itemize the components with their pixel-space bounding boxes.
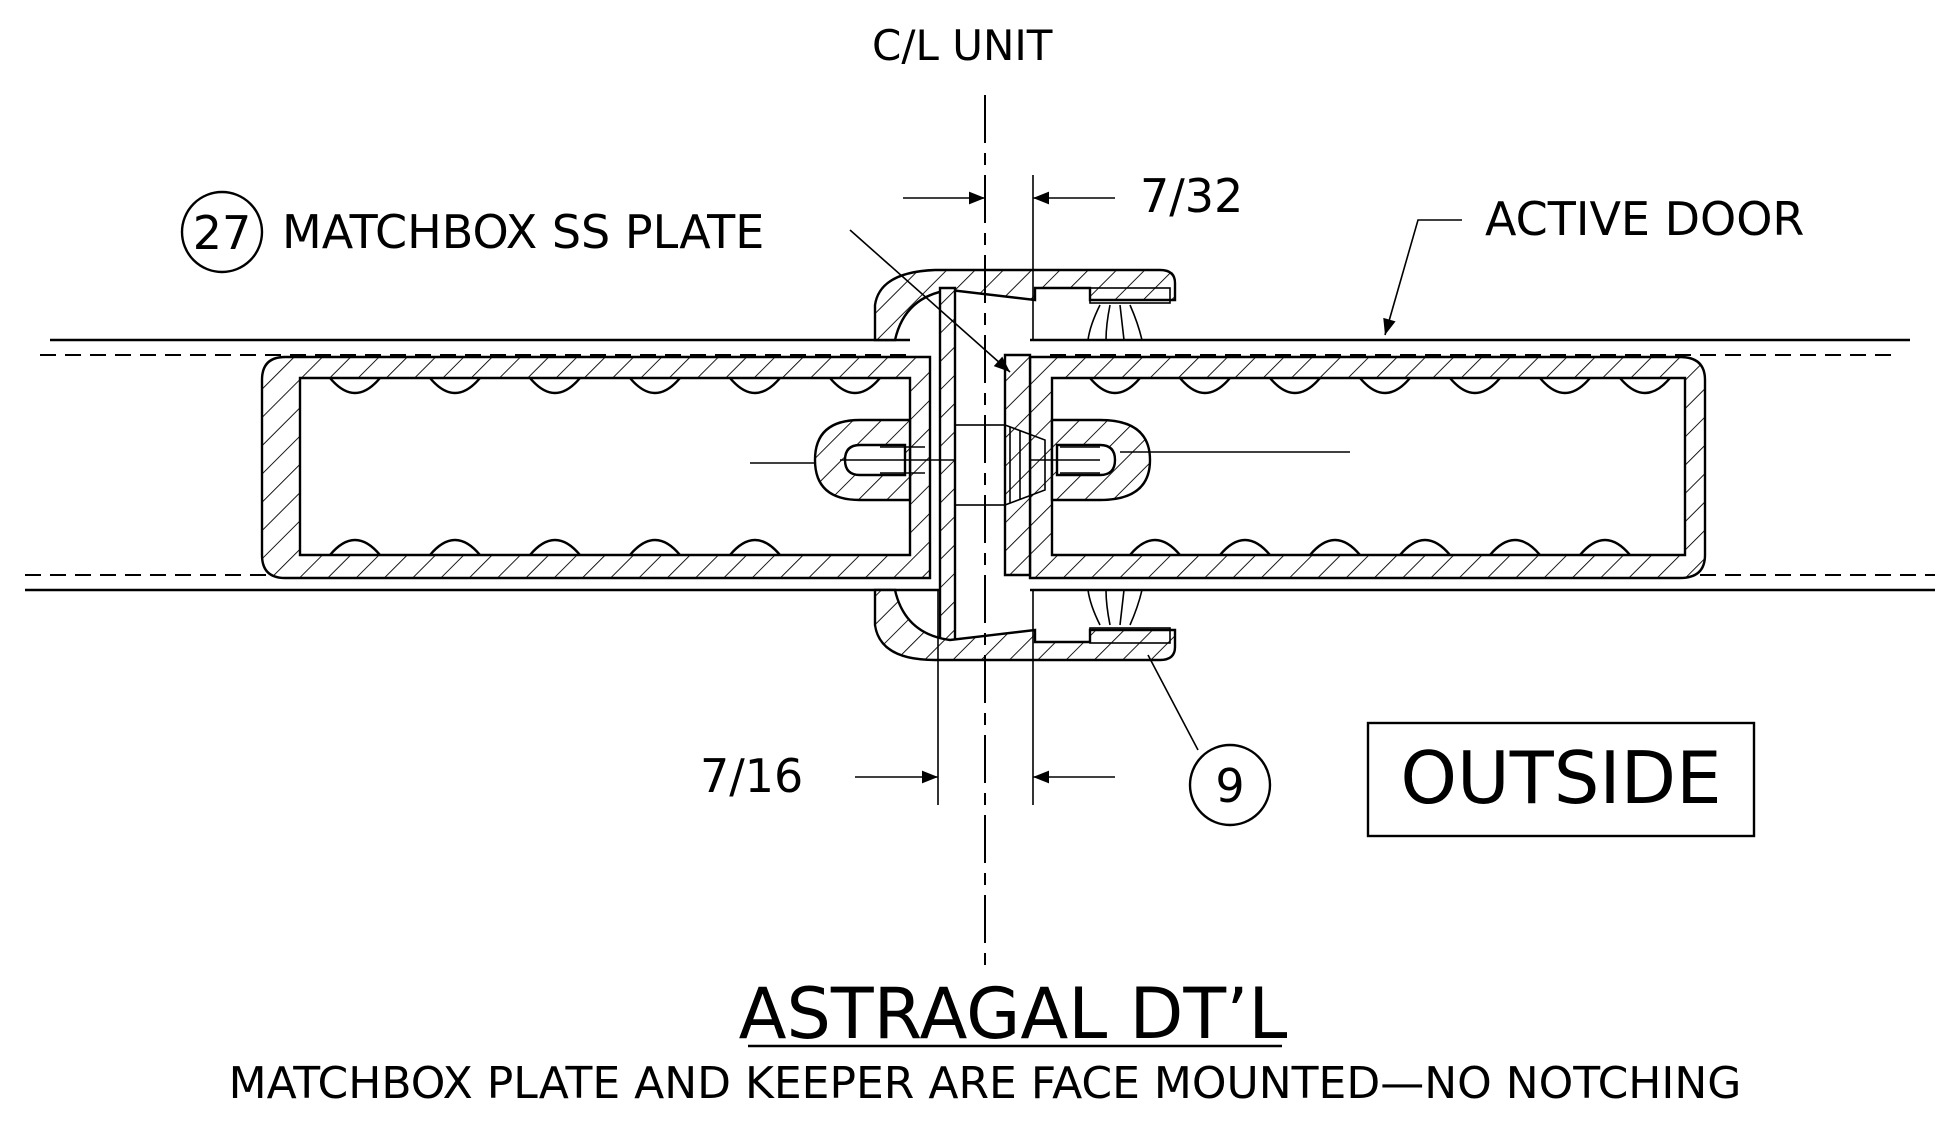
plate-leader	[849, 229, 1011, 373]
drawing-subtitle: MATCHBOX PLATE AND KEEPER ARE FACE MOUNT…	[229, 1058, 1742, 1109]
dim-top-label: 7/32	[1140, 169, 1243, 223]
inactive-door-panel	[260, 355, 932, 580]
centerline-label: C/L UNIT	[872, 21, 1053, 70]
callout-9-number: 9	[1215, 759, 1244, 813]
active-door-label: ACTIVE DOOR	[1485, 192, 1804, 246]
dim-bottom-label: 7/16	[700, 749, 803, 803]
active-door-leader	[1383, 219, 1462, 336]
callout-9-circle	[1188, 743, 1272, 827]
face-lines	[25, 338, 1935, 592]
callout-27-number: 27	[193, 206, 252, 260]
plate-label: MATCHBOX SS PLATE	[282, 205, 764, 259]
outside-box	[1366, 721, 1756, 838]
callout-27-circle	[180, 190, 264, 274]
astragal-profile	[750, 268, 1177, 662]
drawing-title: ASTRAGAL DT’L	[739, 973, 1288, 1055]
outside-label: OUTSIDE	[1400, 736, 1721, 820]
seal-leader	[1147, 654, 1199, 751]
active-door-panel	[1028, 355, 1707, 580]
